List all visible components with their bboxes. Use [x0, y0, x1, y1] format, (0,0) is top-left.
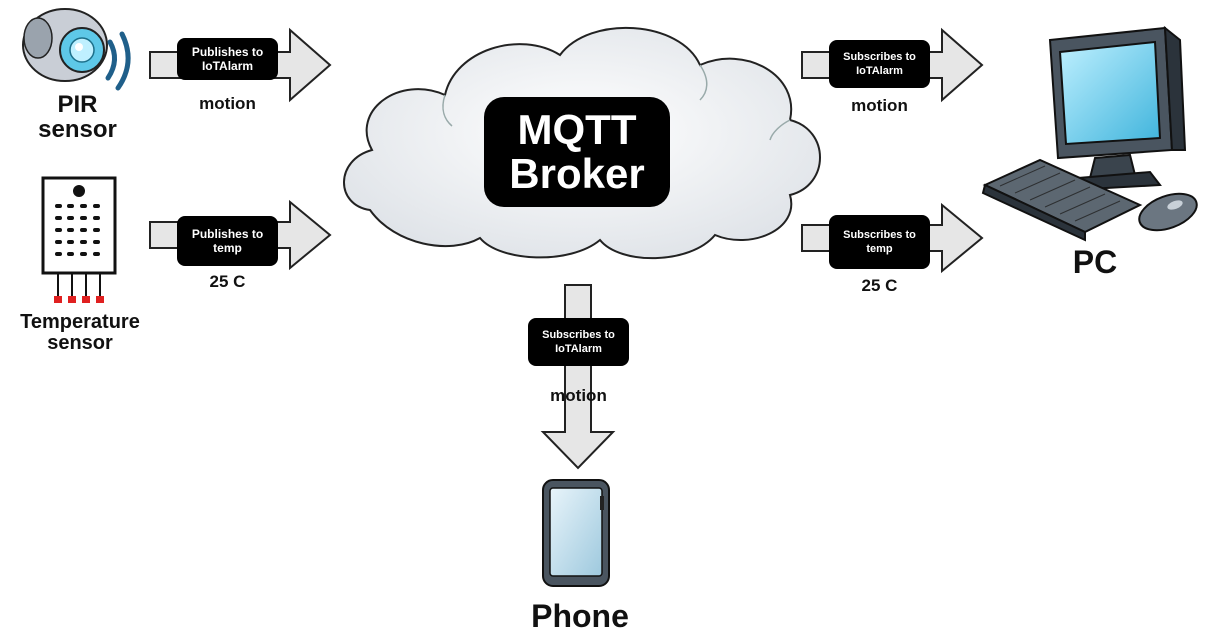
mqtt-broker: MQTT Broker	[484, 97, 670, 207]
broker-line2: Broker	[509, 150, 645, 197]
pc-temp-line2: temp	[866, 243, 893, 255]
pir-publish-topic: Publishes to IoTAlarm	[177, 38, 278, 80]
pc-alarm-line2: IoTAlarm	[856, 65, 903, 77]
phone-icon	[542, 479, 610, 587]
pir-publish-payload: motion	[199, 94, 256, 113]
temp-publish-payload: 25 C	[209, 272, 246, 291]
phone-alarm-line1: Subscribes to	[542, 329, 615, 341]
broker-line1: MQTT	[517, 106, 637, 153]
pir-label-line2: sensor	[38, 116, 117, 143]
temp-label-line1: Temperature	[20, 311, 140, 333]
pir-label-line1: PIR	[57, 91, 98, 118]
pc-subscribe-temp-payload: 25 C	[861, 276, 898, 295]
pc-temp-line1: Subscribes to	[843, 229, 916, 241]
temperature-sensor-label: Temperature sensor	[0, 312, 160, 354]
pc-subscribe-alarm-topic: Subscribes to IoTAlarm	[829, 40, 930, 88]
pc-label: PC	[1072, 244, 1118, 280]
pir-sensor-icon	[22, 8, 131, 91]
phone-subscribe-alarm-payload: motion	[550, 386, 607, 405]
phone-label: Phone	[531, 598, 629, 634]
pir-sensor-label: PIR sensor	[20, 92, 135, 142]
phone-alarm-line2: IoTAlarm	[555, 343, 602, 355]
pc-subscribe-temp-topic: Subscribes to temp	[829, 215, 930, 269]
pir-publish-line2: IoTAlarm	[201, 59, 254, 73]
arrow-broker-to-phone	[540, 284, 616, 470]
temp-publish-line2: temp	[213, 241, 242, 255]
temp-publish-topic: Publishes to temp	[177, 216, 278, 266]
computer-icon	[981, 25, 1198, 242]
pc-alarm-line1: Subscribes to	[843, 51, 916, 63]
temperature-sensor-icon	[41, 176, 117, 303]
temp-publish-line1: Publishes to	[191, 227, 264, 241]
temp-label-line2: sensor	[47, 332, 113, 354]
pir-publish-line1: Publishes to	[191, 45, 264, 59]
pc-subscribe-alarm-payload: motion	[851, 96, 908, 115]
phone-subscribe-alarm-topic: Subscribes to IoTAlarm	[528, 318, 629, 366]
